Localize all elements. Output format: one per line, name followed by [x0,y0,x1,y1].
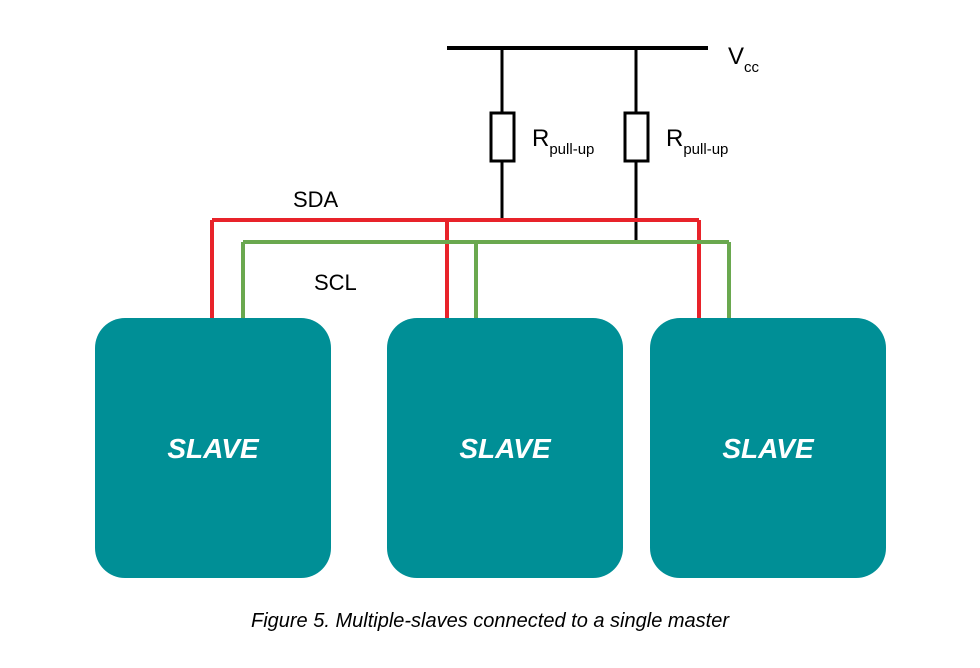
resistor-1-label: Rpull-up [532,125,594,158]
slave-label: SLAVE [459,433,552,464]
slave-block-1: SLAVE [95,318,331,578]
slave-block-2: SLAVE [387,318,623,578]
figure-caption: Figure 5. Multiple-slaves connected to a… [250,610,729,632]
pull-up-resistor-2 [623,111,650,163]
scl-bus [241,240,731,320]
slave-label: SLAVE [167,433,260,464]
scl-label: SCL [314,270,357,295]
slave-label: SLAVE [722,433,815,464]
sda-bus [210,218,701,320]
pull-up-resistor-1 [489,111,516,163]
resistor-2-label: Rpull-up [666,125,728,158]
vcc-label: Vcc [728,43,760,76]
slave-block-3: SLAVE [650,318,886,578]
sda-label: SDA [293,187,339,212]
